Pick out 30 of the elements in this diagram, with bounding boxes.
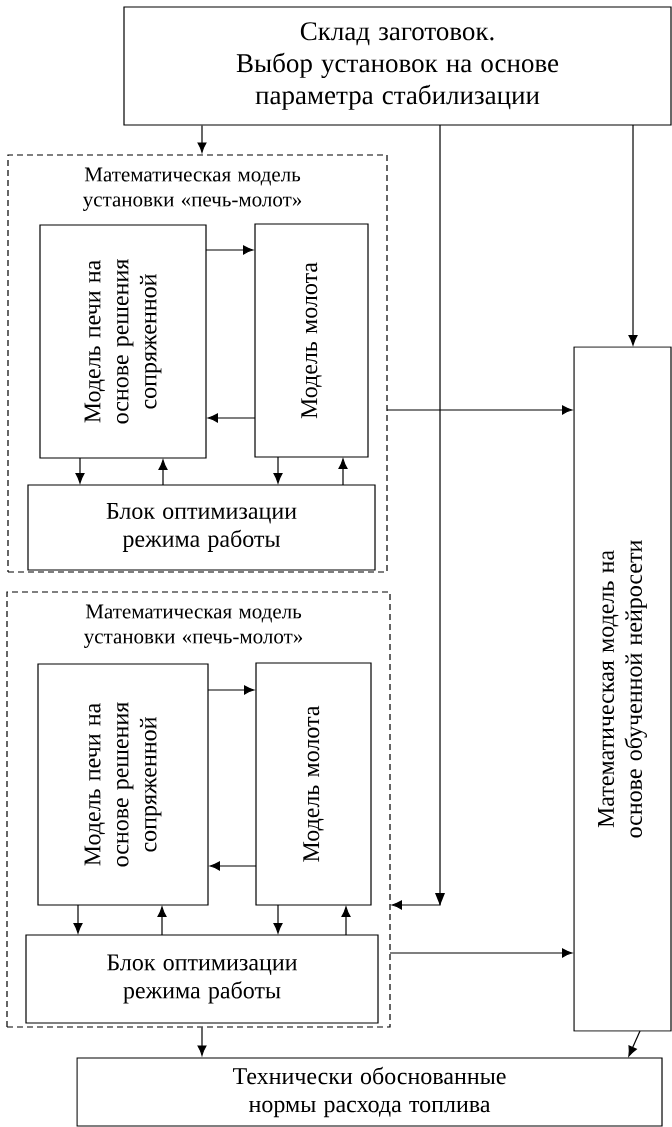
arrow [209, 861, 257, 871]
process-box: Блок оптимизации режима работы [27, 484, 376, 571]
arrow [207, 685, 255, 695]
arrow [628, 124, 638, 346]
arrow [158, 459, 168, 486]
process-box: Склад заготовок. Выбор установок на основе параметра стабилизации [123, 6, 672, 126]
group-title: Математическая модель установки «печь-молот» [84, 604, 303, 648]
arrow [75, 457, 85, 484]
process-box: Модель молота [255, 662, 372, 906]
process-box: Модель молота [254, 223, 369, 458]
arrow [157, 906, 167, 936]
process-box: Блок оптимизации режима работы [25, 934, 379, 1024]
arrow [628, 1030, 641, 1057]
arrow [273, 456, 283, 484]
group-title: Математическая модель установки «печь-молот» [83, 167, 302, 211]
arrow [197, 1027, 207, 1056]
arrow [73, 904, 83, 934]
arrow [341, 906, 351, 936]
arrow [273, 904, 283, 934]
arrow [386, 405, 573, 415]
process-box: Математическая модель на основе обученной нейросети [573, 346, 672, 1032]
process-box: Модель печи на основе решения сопряженной [39, 224, 207, 459]
arrow [389, 948, 573, 958]
arrow [391, 124, 445, 910]
arrow [207, 413, 256, 423]
arrow [205, 245, 254, 255]
arrow [197, 125, 207, 153]
process-box: Модель печи на основе решения сопряженной [37, 663, 209, 906]
process-box: Технически обоснованные нормы расхода топлива [76, 1057, 663, 1127]
arrow [338, 458, 348, 486]
